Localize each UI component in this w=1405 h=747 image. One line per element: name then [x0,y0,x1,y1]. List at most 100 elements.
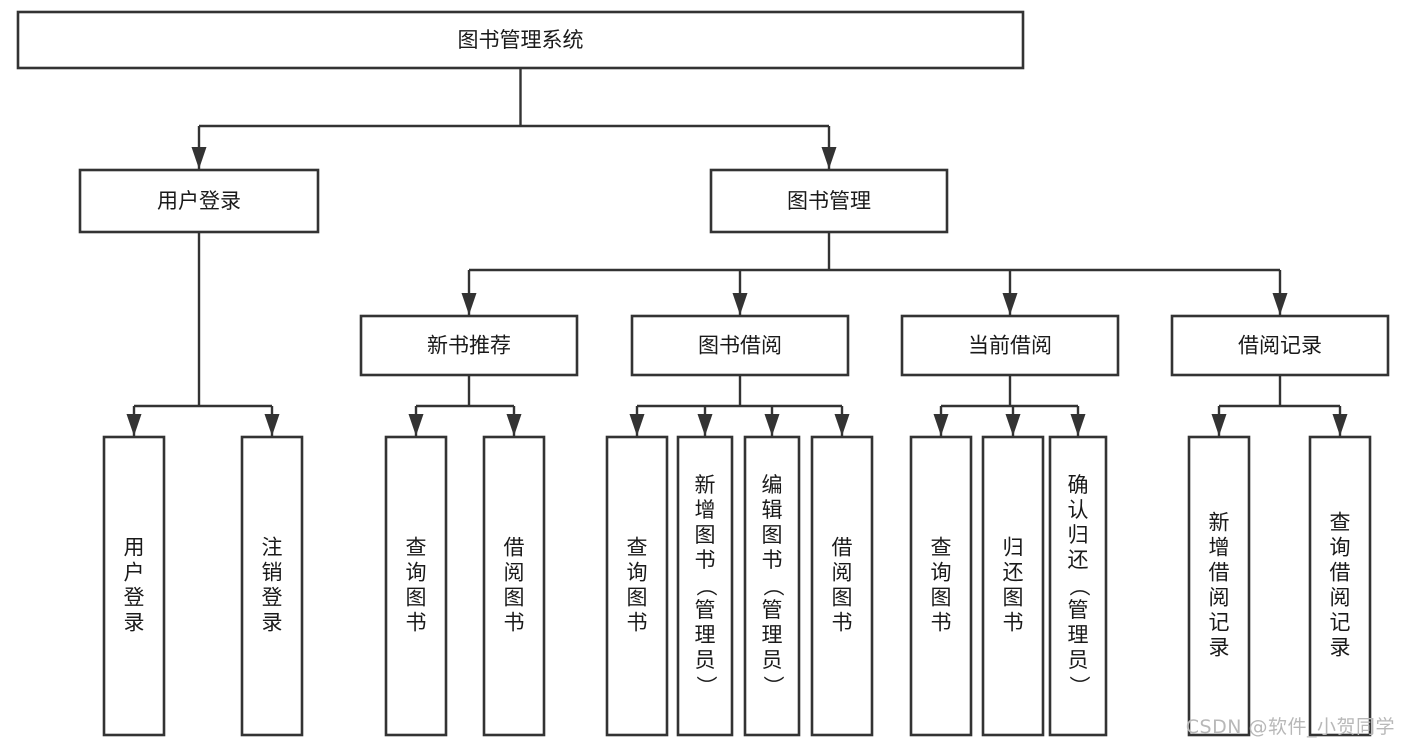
node-label-char: 登 [262,586,283,610]
node-box-leaf-add-borrow-record[interactable] [1187,435,1251,737]
node-box-root[interactable] [16,10,1025,70]
connector-layer [126,68,1348,436]
node-label-char: 新 [1209,511,1230,535]
node-box-leaf-query-book-borrow[interactable] [605,435,669,737]
node-label-borrow-record: 借阅记录 [1238,334,1322,358]
node-box-leaf-confirm-return-admin[interactable] [1048,435,1108,737]
node-label-char: 查 [1330,511,1351,535]
node-leaf-borrow-book-recommend[interactable]: 借阅图书借阅图书 [482,435,546,737]
node-leaf-borrow-book-borrow[interactable]: 借阅图书借阅图书 [810,435,874,737]
arrow-head-icon [461,293,477,315]
node-label-char: 阅 [1209,586,1230,610]
node-box-leaf-return-book[interactable] [981,435,1045,737]
node-box-book-borrow[interactable] [630,314,850,377]
node-book-manage[interactable]: 图书管理 [709,168,949,234]
node-label-user-login: 用户登录 [157,189,241,213]
node-root[interactable]: 图书管理系统 [16,10,1025,70]
node-label-char: 辑 [762,498,783,522]
node-label-char: 图 [1003,586,1024,610]
node-new-book-recommend[interactable]: 新书推荐 [359,314,579,377]
arrow-head-icon [408,414,424,436]
node-label-char: ） [694,676,718,697]
node-label-char: 归 [1068,523,1089,547]
arrow-head-icon [834,414,850,436]
node-box-leaf-borrow-book-borrow[interactable] [810,435,874,737]
arrow-head-icon [191,147,207,169]
node-label-char: 书 [627,611,648,635]
node-label-char: 查 [406,536,427,560]
node-label-char: 注 [262,536,283,560]
node-label-char: 增 [695,498,716,522]
arrow-head-icon [1332,414,1348,436]
node-label-char: 询 [931,561,952,585]
node-label-char: 销 [262,561,283,585]
node-label-char: 员 [695,648,716,672]
node-leaf-return-book[interactable]: 归还图书归还图书 [981,435,1045,737]
node-label-char: 记 [1330,611,1351,635]
node-current-borrow[interactable]: 当前借阅 [900,314,1120,377]
node-leaf-query-book-borrow[interactable]: 查询图书查询图书 [605,435,669,737]
node-label-char: 用 [124,536,145,560]
node-label-book-manage: 图书管理 [787,189,871,213]
node-box-borrow-record[interactable] [1170,314,1390,377]
node-label-char: 书 [1003,611,1024,635]
node-box-leaf-query-borrow-record[interactable] [1308,435,1372,737]
arrow-head-icon [821,147,837,169]
node-borrow-record[interactable]: 借阅记录 [1170,314,1390,377]
node-leaf-query-borrow-record[interactable]: 查询借阅记录查询借阅记录 [1308,435,1372,737]
node-box-user-login[interactable] [78,168,320,234]
arrow-head-icon [264,414,280,436]
arrow-head-icon [506,414,522,436]
node-label-new-book-recommend: 新书推荐 [427,334,511,358]
node-box-leaf-user-login[interactable] [102,435,166,737]
arrow-head-icon [629,414,645,436]
node-leaf-user-login[interactable]: 用户登录用户登录 [102,435,166,737]
node-label-char: 还 [1068,548,1089,572]
node-box-leaf-logout[interactable] [240,435,304,737]
node-label-char: 书 [504,611,525,635]
node-label-char: 借 [504,536,525,560]
node-user-login[interactable]: 用户登录 [78,168,320,234]
arrow-head-icon [1211,414,1227,436]
node-box-leaf-edit-book-admin[interactable] [743,435,801,737]
node-label-char: 阅 [1330,586,1351,610]
node-box-leaf-query-book-recommend[interactable] [384,435,448,737]
node-box-new-book-recommend[interactable] [359,314,579,377]
node-box-leaf-borrow-book-recommend[interactable] [482,435,546,737]
node-label-char: 认 [1068,498,1089,522]
node-label-char: 录 [124,611,145,635]
node-label-char: （ [761,576,785,597]
watermark-text: CSDN @软件_小贺同学 [1185,716,1395,738]
node-label-char: （ [1067,576,1091,597]
node-box-current-borrow[interactable] [900,314,1120,377]
node-label-char: 询 [406,561,427,585]
node-book-borrow[interactable]: 图书借阅 [630,314,850,377]
node-label-char: 书 [406,611,427,635]
arrow-head-icon [1002,293,1018,315]
node-label-char: 员 [1068,648,1089,672]
node-label-char: 录 [1209,636,1230,660]
node-layer: 图书管理系统用户登录图书管理新书推荐图书借阅当前借阅借阅记录用户登录用户登录注销… [16,10,1390,737]
node-box-leaf-add-book-admin[interactable] [676,435,734,737]
node-label-char: 图 [695,523,716,547]
node-leaf-logout[interactable]: 注销登录注销登录 [240,435,304,737]
arrow-head-icon [1070,414,1086,436]
node-label-char: （ [694,576,718,597]
node-label-char: ） [761,676,785,697]
node-label-char: 员 [762,648,783,672]
node-leaf-add-borrow-record[interactable]: 新增借阅记录新增借阅记录 [1187,435,1251,737]
node-label-char: 理 [762,623,783,647]
node-leaf-query-book-recommend[interactable]: 查询图书查询图书 [384,435,448,737]
node-label-book-borrow: 图书借阅 [698,334,782,358]
node-label-char: 理 [695,623,716,647]
node-leaf-query-book-current[interactable]: 查询图书查询图书 [909,435,973,737]
node-label-char: 借 [1330,561,1351,585]
arrow-head-icon [1272,293,1288,315]
node-box-book-manage[interactable] [709,168,949,234]
arrow-head-icon [933,414,949,436]
node-box-leaf-query-book-current[interactable] [909,435,973,737]
arrow-head-icon [1005,414,1021,436]
